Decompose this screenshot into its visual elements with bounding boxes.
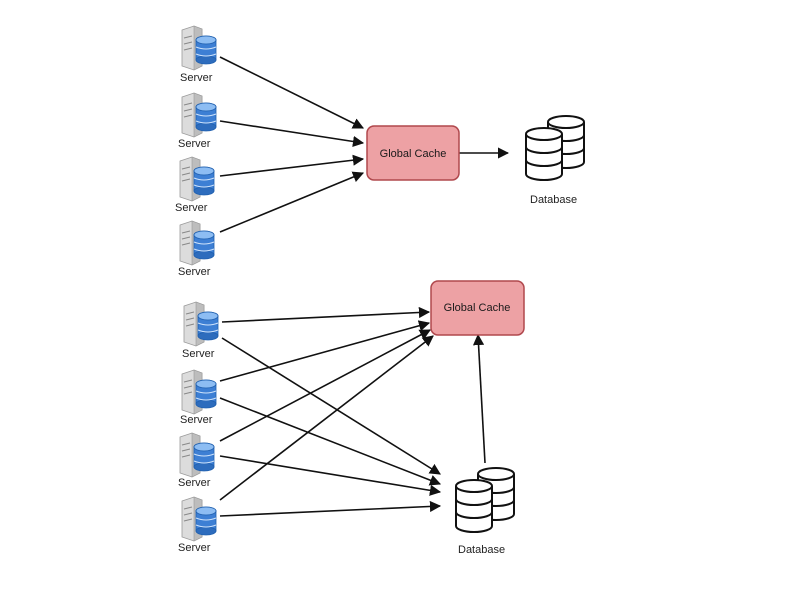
global-cache-node: Global Cache bbox=[430, 280, 525, 336]
global-cache-node: Global Cache bbox=[366, 125, 460, 181]
server-icon bbox=[179, 156, 215, 202]
database-icon bbox=[455, 467, 515, 533]
edge-server1-cache bbox=[221, 306, 431, 323]
edge-server3-cache bbox=[219, 154, 365, 177]
server-icon bbox=[181, 25, 217, 71]
top-edges bbox=[219, 56, 510, 233]
top-diagram: Server Server Server Server Global Cache… bbox=[175, 25, 585, 278]
database-node: Database bbox=[525, 115, 585, 206]
edge-server4-cache bbox=[219, 171, 365, 233]
server-node: Server bbox=[180, 369, 217, 426]
server-label: Server bbox=[182, 348, 215, 360]
server-node: Server bbox=[178, 496, 217, 554]
server-label: Server bbox=[178, 266, 211, 278]
edge-server1-database bbox=[221, 337, 441, 475]
database-label: Database bbox=[530, 194, 577, 206]
server-icon bbox=[179, 220, 215, 266]
bottom-edges bbox=[219, 306, 486, 517]
server-node: Server bbox=[175, 156, 215, 214]
edge-server4-database bbox=[219, 500, 442, 517]
edge-database-cache bbox=[472, 333, 486, 464]
server-icon bbox=[181, 496, 217, 542]
server-label: Server bbox=[178, 542, 211, 554]
server-icon bbox=[179, 432, 215, 478]
edge-server1-cache bbox=[219, 56, 365, 129]
server-label: Server bbox=[180, 414, 213, 426]
database-icon bbox=[525, 115, 585, 181]
edge-server4-cache bbox=[219, 335, 434, 501]
server-label: Server bbox=[178, 138, 211, 150]
server-node: Server bbox=[182, 301, 219, 360]
edge-server2-cache bbox=[219, 120, 365, 148]
database-node: Database bbox=[455, 467, 515, 556]
server-node: Server bbox=[178, 220, 215, 278]
server-node: Server bbox=[178, 432, 215, 489]
server-node: Server bbox=[178, 92, 217, 150]
server-icon bbox=[183, 301, 219, 347]
server-label: Server bbox=[178, 477, 211, 489]
server-node: Server bbox=[180, 25, 217, 84]
server-icon bbox=[181, 369, 217, 415]
server-label: Server bbox=[175, 202, 208, 214]
edge-server3-database bbox=[219, 455, 442, 496]
edge-server2-database bbox=[219, 397, 442, 486]
database-label: Database bbox=[458, 544, 505, 556]
server-label: Server bbox=[180, 72, 213, 84]
global-cache-label: Global Cache bbox=[380, 148, 447, 160]
edge-server3-cache bbox=[219, 329, 431, 442]
global-cache-label: Global Cache bbox=[444, 302, 511, 314]
bottom-diagram: Server Server Server Server Global Cache… bbox=[178, 280, 525, 556]
edge-server2-cache bbox=[219, 320, 431, 382]
server-icon bbox=[181, 92, 217, 138]
